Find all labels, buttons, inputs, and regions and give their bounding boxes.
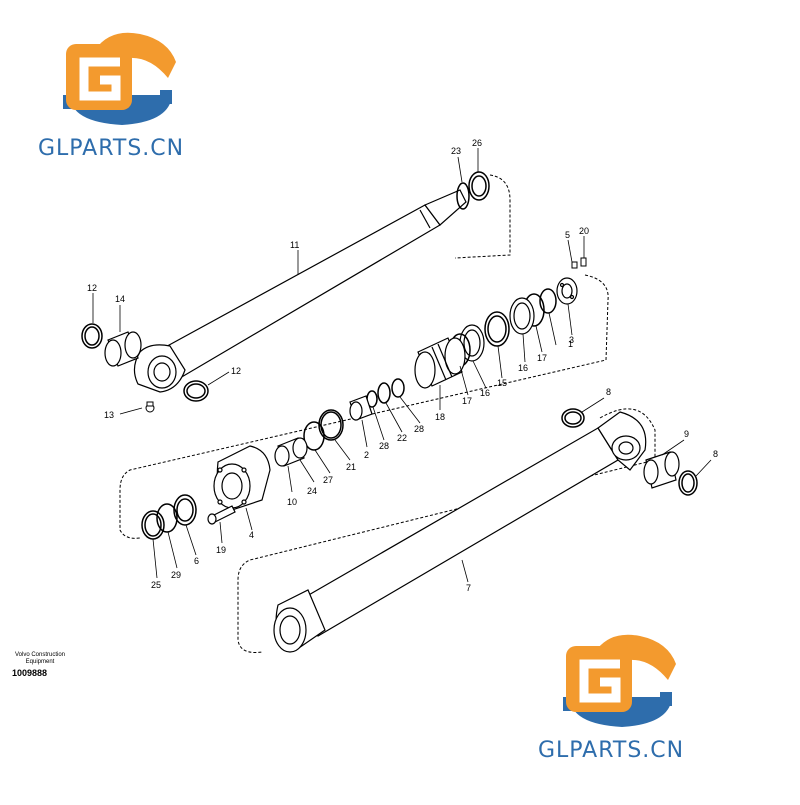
cylinder-tube (273, 411, 647, 653)
label-28-right: 28 (414, 424, 424, 434)
label-22: 22 (397, 433, 407, 443)
label-8-top: 8 (606, 387, 611, 397)
label-16-right: 16 (518, 363, 528, 373)
seal-22 (377, 382, 391, 404)
label-11: 11 (290, 240, 299, 250)
label-28-left: 28 (379, 441, 389, 451)
piston-ring-16-right (509, 297, 535, 335)
rod-seal-29 (156, 503, 178, 533)
label-3: 3 (569, 335, 574, 345)
tube-pin-bushing (643, 451, 680, 489)
label-7: 7 (466, 583, 471, 593)
label-24: 24 (307, 486, 317, 496)
cushion-ring (349, 395, 373, 421)
rod-end-ring-26 (468, 171, 490, 201)
backup-ring-27 (303, 421, 325, 451)
rod-cover (213, 445, 271, 511)
label-6: 6 (194, 556, 199, 566)
label-12-top: 12 (87, 283, 97, 293)
label-13: 13 (104, 410, 114, 420)
label-17-right: 17 (537, 353, 547, 363)
part-labels: 1 2 3 4 5 6 7 8 8 9 10 11 12 12 13 14 15… (87, 138, 718, 593)
label-8-right: 8 (713, 449, 718, 459)
manufacturer-credit: Volvo Construction Equipment (8, 652, 72, 666)
socket-bolt (207, 505, 236, 525)
label-10: 10 (287, 497, 297, 507)
glparts-logo-top (63, 32, 176, 125)
grease-nipple (145, 401, 155, 413)
backup-ring-21 (318, 409, 344, 441)
label-14: 14 (115, 294, 125, 304)
brand-text-bottom: GLPARTS.CN (538, 738, 685, 763)
label-21: 21 (346, 462, 356, 472)
tube-seal-ring-right (678, 470, 698, 496)
label-25: 25 (151, 580, 161, 590)
label-19: 19 (216, 545, 226, 555)
credit-line-1: Volvo Construction (14, 652, 66, 658)
label-4: 4 (249, 530, 254, 540)
label-1: 1 (568, 339, 573, 349)
label-15: 15 (497, 378, 507, 388)
logo-g-letter (79, 57, 121, 101)
label-2: 2 (364, 450, 369, 460)
seal-28-right (391, 378, 405, 398)
label-29: 29 (171, 570, 181, 580)
leader-lines (92, 148, 712, 583)
label-26: 26 (472, 138, 482, 148)
credit-line-2: Equipment (25, 659, 55, 665)
label-27: 27 (323, 475, 333, 485)
document-number: 1009888 (12, 668, 48, 678)
rod-assembly-boundary (454, 174, 511, 259)
piston-ring-1 (539, 288, 557, 314)
logo-g-letter (579, 659, 621, 703)
label-16-left: 16 (480, 388, 490, 398)
label-23: 23 (451, 146, 461, 156)
piston-nut (556, 277, 578, 305)
label-20: 20 (579, 226, 589, 236)
piston-body (414, 337, 466, 389)
set-screw (571, 257, 587, 269)
rod-seal-25 (141, 510, 165, 540)
rod-end-bushing (104, 331, 142, 367)
label-17-left: 17 (462, 396, 472, 406)
piston-rod (133, 189, 467, 393)
rod-end-seal-ring-right (183, 380, 209, 402)
rod-seal-6 (173, 494, 197, 526)
tube-seal-ring-top (561, 408, 585, 428)
cylinder-assembly-boundary (237, 408, 656, 653)
rod-end-ring-23 (456, 182, 470, 210)
piston-ring-15 (484, 311, 510, 347)
label-9: 9 (684, 429, 689, 439)
glparts-logo-bottom (563, 634, 676, 727)
brand-text-top: GLPARTS.CN (38, 136, 185, 161)
label-18: 18 (435, 412, 445, 422)
assembly-boundary-lines (119, 174, 656, 653)
bushing-10 (274, 437, 308, 467)
piston-assembly-boundary (119, 274, 609, 539)
label-12-right: 12 (231, 366, 241, 376)
label-5: 5 (565, 230, 570, 240)
rod-end-seal-ring-left (81, 323, 103, 349)
